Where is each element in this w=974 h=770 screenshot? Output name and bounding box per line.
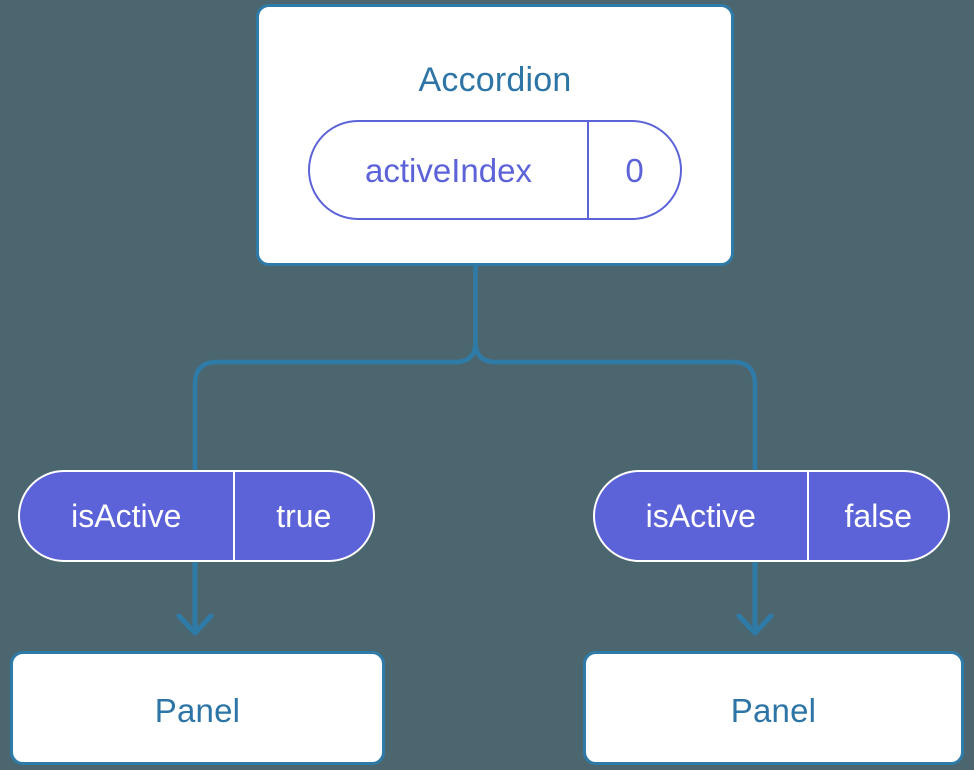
prop-pill-value-left: true <box>232 472 373 560</box>
accordion-title: Accordion <box>418 61 572 99</box>
panel-title-left: Panel <box>154 692 241 729</box>
panel-component-card-left[interactable]: Panel <box>10 651 385 765</box>
arrow-right <box>736 562 774 636</box>
prop-pill-key-right: isActive <box>645 498 756 534</box>
prop-pill-is-active-right[interactable]: isActive false <box>593 470 950 562</box>
arrow-left <box>176 562 214 636</box>
splitter-connector <box>192 264 758 470</box>
prop-pill-value-right: false <box>806 472 948 560</box>
state-pill-key: activeIndex <box>365 151 532 189</box>
panel-component-card-right[interactable]: Panel <box>583 651 964 765</box>
state-pill-value: 0 <box>586 122 680 218</box>
state-pill-active-index[interactable]: activeIndex 0 <box>308 120 682 220</box>
panel-title-right: Panel <box>730 692 817 729</box>
prop-pill-is-active-left[interactable]: isActive true <box>18 470 375 562</box>
prop-pill-key-left: isActive <box>71 498 182 534</box>
